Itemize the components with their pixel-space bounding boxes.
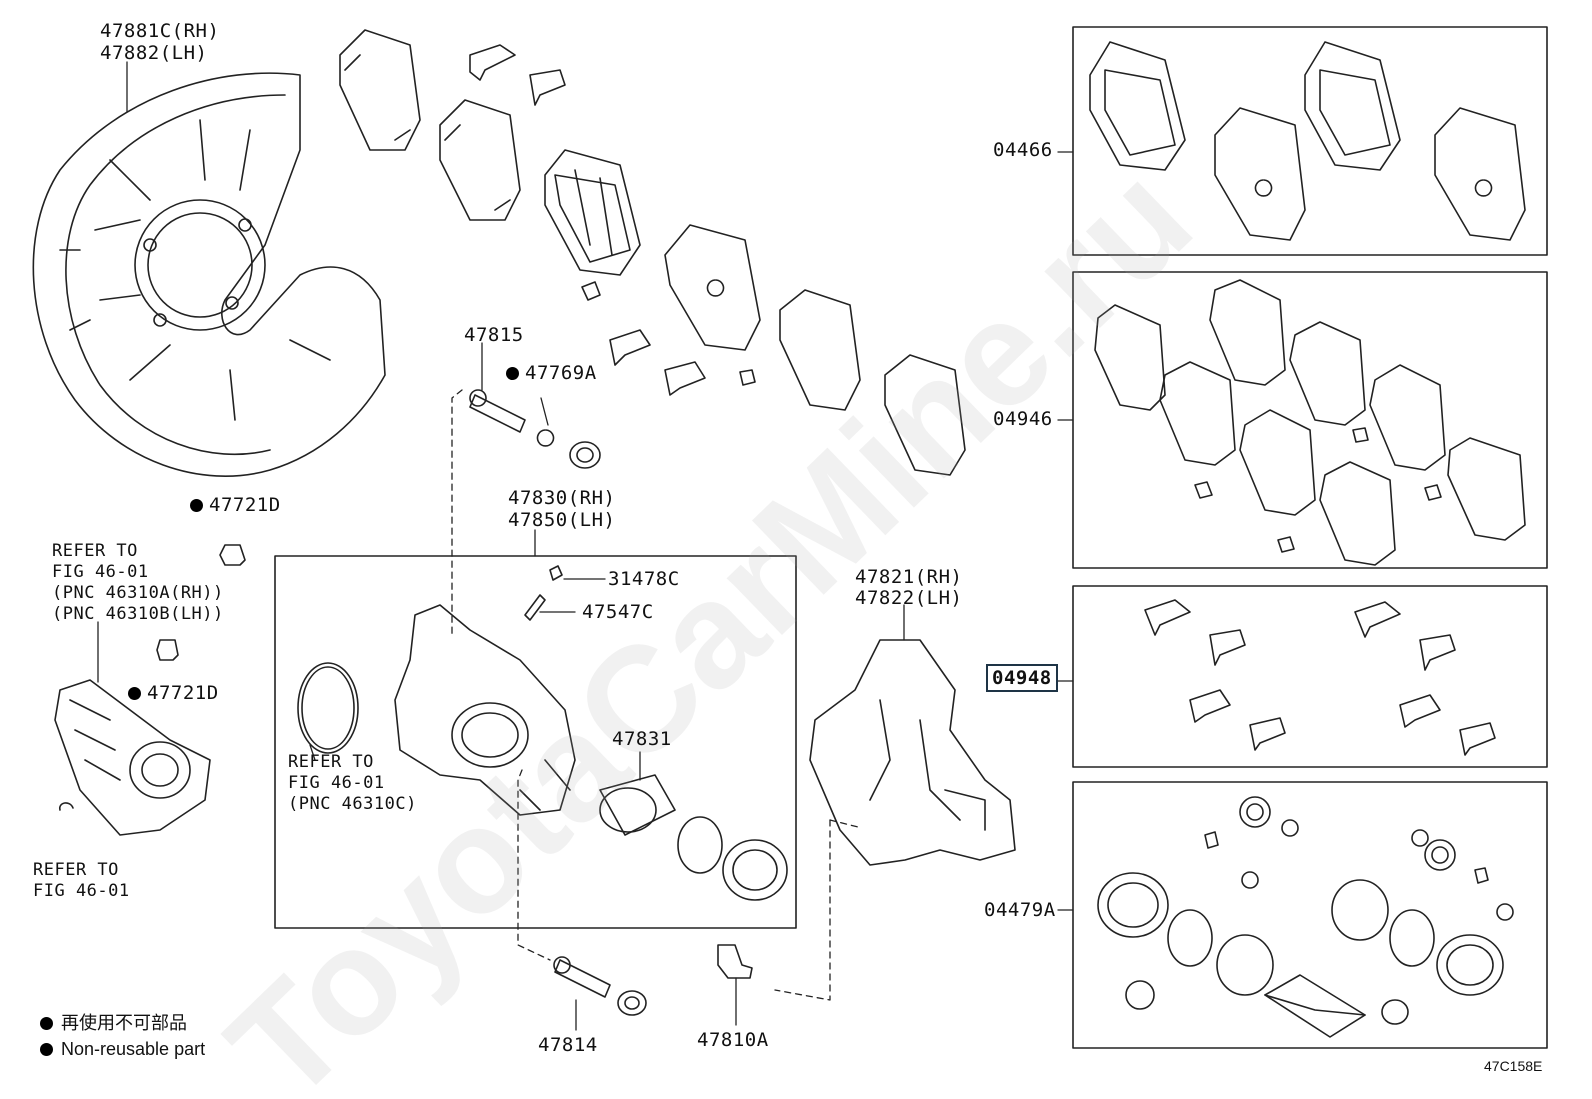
mounting-bracket-drawing xyxy=(809,639,1016,866)
kit-code-04946[interactable]: 04946 xyxy=(993,408,1053,430)
callout-47881-rh[interactable]: 47881C(RH) xyxy=(100,20,220,42)
brake-pads-drawing xyxy=(544,149,966,476)
callout-47721d-lower-text: 47721D xyxy=(147,682,219,704)
callout-47850-lh[interactable]: 47850(LH) xyxy=(508,509,616,531)
legend-japanese-text: 再使用不可部品 xyxy=(61,1013,187,1033)
callout-47810a[interactable]: 47810A xyxy=(697,1029,769,1051)
refer-seal-line2[interactable]: FIG 46-01 xyxy=(288,773,385,793)
document-id: 47C158E xyxy=(1484,1058,1543,1074)
callout-31478c[interactable]: 31478C xyxy=(608,568,680,590)
refer-seal-line3: (PNC 46310C) xyxy=(288,794,417,814)
kit-code-04479a[interactable]: 04479A xyxy=(984,899,1056,921)
legend-japanese: 再使用不可部品 xyxy=(40,1012,187,1034)
callout-47882-lh[interactable]: 47882(LH) xyxy=(100,42,208,64)
parking-motor-drawing xyxy=(54,679,211,836)
legend-english-text: Non-reusable part xyxy=(61,1039,206,1059)
kit-04948-clips-drawing xyxy=(1144,599,1496,756)
kit-box-04946 xyxy=(1072,271,1548,569)
non-reusable-dot-icon xyxy=(128,686,141,700)
kit-04479a-seals-drawing xyxy=(1097,796,1514,1038)
kit-code-04466[interactable]: 04466 xyxy=(993,139,1053,161)
refer-motor-line1[interactable]: REFER TO xyxy=(52,541,138,561)
kit-04466-pads-drawing xyxy=(1089,41,1526,241)
leader-lines xyxy=(97,61,1074,1031)
non-reusable-dot-icon xyxy=(506,366,519,380)
callout-47721d-upper-text: 47721D xyxy=(209,494,281,516)
non-reusable-dot-icon xyxy=(40,1042,53,1056)
guide-pin-upper-drawing xyxy=(469,389,601,469)
refer-motor-line2[interactable]: FIG 46-01 xyxy=(52,562,149,582)
callout-47822-lh[interactable]: 47822(LH) xyxy=(855,587,963,609)
non-reusable-dot-icon xyxy=(190,498,203,512)
callout-47769a-text: 47769A xyxy=(525,362,597,384)
callout-47814[interactable]: 47814 xyxy=(538,1034,598,1056)
shims-drawing xyxy=(339,29,521,221)
legend-english: Non-reusable part xyxy=(40,1038,205,1060)
kit-box-04479a xyxy=(1072,781,1548,1049)
kit-box-04948 xyxy=(1072,585,1548,768)
kit-code-04948-selected[interactable]: 04948 xyxy=(986,664,1058,692)
callout-47721d-upper[interactable]: 47721D xyxy=(190,494,281,516)
refer-plug-line1[interactable]: REFER TO xyxy=(33,860,119,880)
refer-plug-line2[interactable]: FIG 46-01 xyxy=(33,881,130,901)
dust-cover-drawing xyxy=(32,72,386,477)
callout-47769a[interactable]: 47769A xyxy=(506,362,597,384)
refer-motor-line4: (PNC 46310B(LH)) xyxy=(52,604,224,624)
refer-motor-line3: (PNC 46310A(RH)) xyxy=(52,583,224,603)
callout-47830-rh[interactable]: 47830(RH) xyxy=(508,487,616,509)
callout-47831[interactable]: 47831 xyxy=(612,728,672,750)
refer-seal-line1[interactable]: REFER TO xyxy=(288,752,374,772)
callout-47547c[interactable]: 47547C xyxy=(582,601,654,623)
clips-drawing xyxy=(469,44,756,396)
callout-47815[interactable]: 47815 xyxy=(464,324,524,346)
bolts-47721d-drawing xyxy=(156,544,246,661)
non-reusable-dot-icon xyxy=(40,1016,53,1030)
guide-pin-lower-drawing xyxy=(553,944,753,1016)
callout-47721d-lower[interactable]: 47721D xyxy=(128,682,219,704)
dashed-lines xyxy=(451,389,863,1001)
caliper-drawing xyxy=(297,565,788,901)
callout-47821-rh[interactable]: 47821(RH) xyxy=(855,566,963,588)
kit-box-04466 xyxy=(1072,26,1548,256)
kit-04946-shims-drawing xyxy=(1094,279,1526,566)
